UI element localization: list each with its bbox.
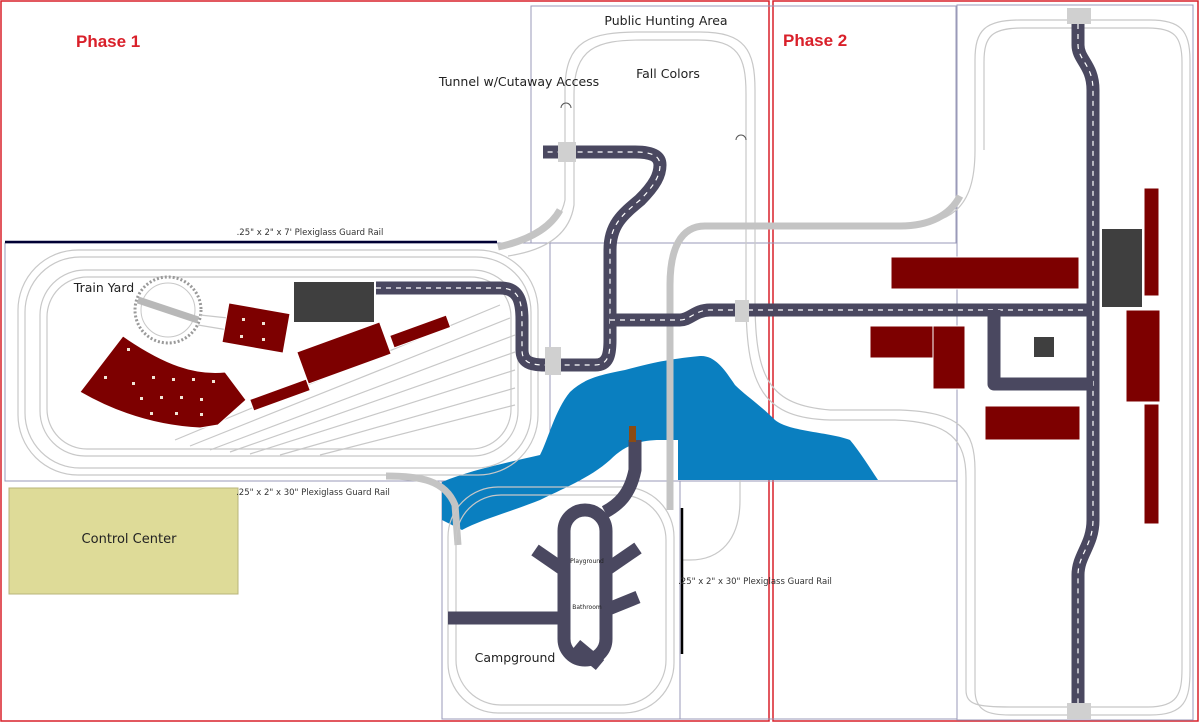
river-water (442, 355, 878, 530)
phase2-buildings (869, 187, 1161, 525)
guard-rail-top-label: .25" x 2" x 7' Plexiglass Guard Rail (237, 228, 384, 238)
tunnel-label: Tunnel w/Cutaway Access (438, 74, 599, 89)
yard-inner-loop-2 (46, 276, 512, 450)
road-network (376, 8, 1100, 719)
warehouse-p2 (1102, 229, 1142, 307)
warehouse-yard (294, 282, 374, 322)
road-campground-loop (557, 503, 613, 667)
train-yard-label: Train Yard (73, 280, 134, 295)
road-spur-2 (602, 542, 642, 576)
guard-rail-mid-label: .25" x 2" x 30" Plexiglass Guard Rail (236, 488, 390, 498)
freight-shed-2 (389, 314, 452, 349)
road-spur-3 (603, 590, 641, 617)
hunting-loop-inner (507, 27, 1183, 708)
phase1-border (0, 0, 770, 722)
public-hunting-area-label: Public Hunting Area (604, 13, 727, 28)
track-bridge-central (666, 194, 964, 510)
track-bridge-north (497, 208, 564, 251)
road-phase2-spine-dash (1077, 14, 1094, 712)
crossing-north (558, 142, 576, 162)
section-lower-mid (679, 480, 958, 720)
bathroom-label: Bathroom (572, 604, 602, 611)
track-bridge-south (385, 472, 462, 546)
campground-loop-inner (455, 494, 667, 706)
road-spur-4 (571, 640, 605, 670)
yard-inner-loop (39, 269, 519, 457)
fall-colors-label: Fall Colors (636, 66, 700, 81)
tunnel-portal-left-icon (560, 102, 572, 109)
bldg-row-1 (890, 256, 1080, 290)
crossing-top-p2 (1067, 8, 1091, 24)
bldg-row-3 (984, 405, 1081, 441)
phase2-border (772, 0, 1199, 722)
campground-label: Campground (475, 650, 556, 665)
crossing-east (735, 300, 749, 322)
bldg-east-2 (1125, 309, 1161, 403)
bldg-row-2a (869, 325, 934, 359)
roundhouse (79, 335, 247, 429)
freight-shed-3 (249, 378, 311, 412)
road-phase2-spine (1071, 14, 1100, 712)
engine-house (221, 302, 291, 354)
roundhouse-windows (104, 318, 265, 416)
tunnel-portal-right-icon (735, 134, 747, 141)
bldg-row-2b (932, 325, 966, 390)
crossing-yard (545, 347, 561, 375)
bldg-east-3 (1143, 403, 1160, 525)
bldg-east-1 (1143, 187, 1160, 297)
campground-loop (447, 486, 675, 714)
road-town-block (987, 310, 1093, 391)
lower-mid-track (680, 480, 741, 561)
control-center-label: Control Center (82, 532, 178, 547)
road-campground (601, 440, 642, 518)
freight-shed-1 (296, 321, 392, 385)
road-main-dash (376, 151, 661, 366)
phase1-buildings (79, 282, 452, 429)
section-hunting (530, 5, 957, 244)
crossing-bottom-p2 (1067, 703, 1091, 719)
warehouse-p2-small (1034, 337, 1054, 357)
road-spur-1 (531, 544, 568, 576)
control-center-area (8, 487, 239, 595)
phase2-label: Phase 2 (783, 31, 847, 50)
road-cross (610, 303, 1095, 327)
playground-label: Playground (570, 558, 604, 565)
hunting-loop (499, 19, 1191, 716)
campground-car (629, 426, 636, 442)
guard-rail-right-label: .25" x 2" x 30" Plexiglass Guard Rail (678, 577, 832, 587)
road-cross-dash (610, 309, 1095, 321)
turntable-bridge (136, 296, 200, 324)
phase1-label: Phase 1 (76, 32, 140, 51)
